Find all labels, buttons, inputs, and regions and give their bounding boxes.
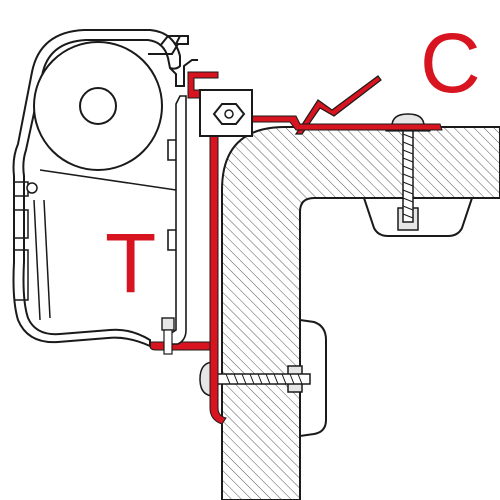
foot-bolt-shaft bbox=[163, 329, 173, 355]
awning-left-screw bbox=[26, 182, 38, 194]
awning-top-rail bbox=[148, 35, 189, 55]
awning-cassette-housing bbox=[12, 29, 181, 348]
awning-roller-axle bbox=[79, 87, 117, 125]
awning-back-plate bbox=[169, 95, 187, 345]
roof-bolt-head bbox=[391, 113, 425, 127]
hex-nut-hole bbox=[224, 109, 234, 119]
wall-nut-block bbox=[299, 318, 327, 438]
awning-rail-hook bbox=[169, 59, 198, 87]
awning-back-clip bbox=[167, 139, 176, 251]
roof-bolt-thread bbox=[402, 133, 414, 219]
vehicle-wall-section bbox=[221, 126, 500, 500]
foot-bolt-nut bbox=[161, 317, 175, 331]
label-t: T bbox=[105, 216, 156, 310]
awning-fabric-line bbox=[39, 169, 177, 191]
awning-lower-channel bbox=[33, 199, 51, 321]
red-bracket-c-arm bbox=[247, 115, 443, 131]
wall-bolt-thread bbox=[225, 373, 303, 385]
label-c: C bbox=[420, 16, 481, 110]
